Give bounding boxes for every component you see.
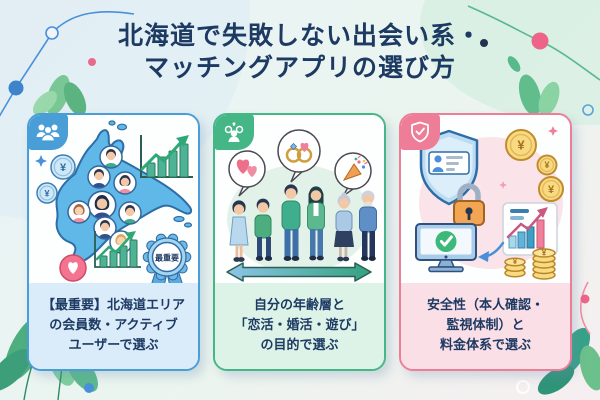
pink-dot: [531, 32, 549, 50]
caption-line: の会員数・アクティブ: [49, 316, 178, 332]
caption-line: 「恋活・婚活・遊び」: [234, 316, 365, 332]
title-line-1: 北海道で失敗しない出会い系・: [117, 22, 482, 50]
ring-dot: [516, 380, 530, 394]
card-age-purpose-illustration: [215, 115, 384, 283]
map-user-avatars: [67, 145, 142, 254]
growth-chart-top: [140, 135, 193, 178]
coin-stacks: ¥ ¥: [504, 248, 556, 280]
caption-line: 【最重要】北海道エリア: [41, 296, 185, 312]
safety-price-illustration: ¥ ¥ ¥: [415, 126, 564, 280]
cards-row: ¥ ¥: [27, 113, 573, 371]
caption-line: 監視体制）と: [446, 316, 525, 332]
node-line-top-left: [0, 11, 135, 117]
pink-dot-top-left: [88, 58, 96, 66]
card-age-purpose-badge: [215, 115, 254, 150]
blue-dot: [8, 80, 24, 96]
speech-bubble-rings: [277, 129, 321, 183]
growth-chart-bottom: [94, 231, 141, 268]
person-adult-woman: [307, 186, 325, 261]
caption-line: の目的で選ぶ: [260, 337, 339, 353]
card-members-badge: [29, 115, 68, 150]
navy-dot: [480, 39, 488, 47]
yen-symbol: ¥: [513, 257, 518, 266]
curve-line-top-right: [467, 5, 600, 116]
yen-symbol: ¥: [60, 162, 67, 174]
check-icon: [439, 235, 453, 247]
title-line-2: マッチングアプリの選び方: [143, 54, 456, 82]
card-safety-price: ¥ ¥ ¥: [399, 113, 572, 371]
yen-symbol: ¥: [517, 138, 525, 153]
leaves-top-right: [507, 56, 560, 117]
blue-dot-bottom: [84, 383, 94, 393]
age-range-arrow: [226, 262, 372, 282]
sparkle-icon: [35, 155, 47, 167]
caption-line: 安全性（本人確認・: [426, 296, 544, 312]
person-young-man: [254, 198, 273, 261]
card-age-purpose-caption: 自分の年齢層と 「恋活・婚活・遊び」 の目的で選ぶ: [215, 283, 384, 369]
yen-coins: ¥ ¥: [36, 154, 76, 204]
yen-symbol: ¥: [548, 184, 555, 196]
shield-check-icon: [411, 121, 429, 143]
yen-symbol: ¥: [544, 160, 549, 170]
ring-dot: [582, 104, 594, 116]
group-icon: [36, 124, 60, 142]
sparkle-icon: [499, 181, 507, 189]
card-members: ¥ ¥: [27, 113, 200, 371]
node-circle: [45, 26, 59, 40]
pink-dot: [580, 294, 590, 304]
hokkaido-map-illustration: ¥ ¥: [35, 120, 193, 283]
person-elderly-woman: [334, 192, 354, 262]
leaves-top-left: [32, 74, 87, 116]
person-elderly-man: [359, 190, 377, 261]
people-row: [229, 184, 377, 262]
monitor-check: [415, 223, 477, 273]
yen-coins: ¥ ¥ ¥: [505, 129, 564, 202]
rosette-badge: 最重要: [142, 233, 192, 283]
caption-line: 料金体系で選ぶ: [439, 337, 531, 353]
heart-icon: [59, 254, 87, 282]
padlock-icon: [453, 183, 485, 226]
rosette-label: 最重要: [155, 253, 179, 263]
matching-people-icon: [224, 122, 244, 142]
compare-arrow: [478, 241, 505, 262]
card-members-caption: 【最重要】北海道エリア の会員数・アクティブ ユーザーで選ぶ: [29, 283, 198, 369]
yen-symbol: ¥: [542, 248, 547, 258]
title-block: 北海道で失敗しない出会い系・ マッチングアプリの選び方: [0, 20, 600, 84]
hokkaido-map: [55, 120, 193, 264]
speech-bubble-party: [334, 152, 372, 197]
age-groups-illustration: [226, 129, 377, 282]
card-age-purpose: 自分の年齢層と 「恋活・婚活・遊び」 の目的で選ぶ: [213, 113, 386, 371]
speech-bubble-hearts: [228, 150, 266, 197]
caption-line: ユーザーで選ぶ: [68, 337, 159, 353]
pink-curve: [579, 281, 591, 335]
yen-symbol: ¥: [44, 189, 49, 199]
caption-line: 自分の年齢層と: [253, 296, 345, 312]
person-young-woman: [229, 200, 249, 262]
sparkle-icon: [548, 126, 558, 136]
price-chart-document: [502, 202, 558, 256]
card-safety-price-badge: [401, 115, 440, 150]
person-adult-man: [281, 184, 301, 261]
card-safety-price-caption: 安全性（本人確認・ 監視体制）と 料金体系で選ぶ: [401, 283, 570, 369]
